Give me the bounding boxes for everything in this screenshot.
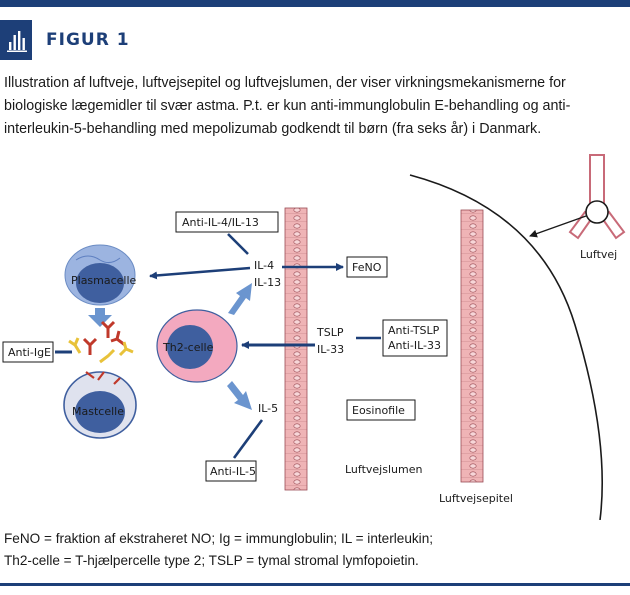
box-anti-il5-label: Anti-IL-5: [210, 465, 256, 478]
figure-footnote: FeNO = fraktion af ekstraheret NO; Ig = …: [4, 528, 624, 572]
figure-title: FIGUR 1: [46, 30, 130, 50]
label-luftvejsepitel: Luftvejsepitel: [439, 492, 513, 505]
box-anti-tslp-il33: [382, 319, 448, 357]
th2-to-il5-arrow: [227, 381, 252, 410]
box-feno: [346, 256, 388, 278]
label-th2-celle: Th2-celle: [162, 341, 214, 354]
label-il4: IL-4: [254, 259, 274, 272]
label-il5: IL-5: [258, 402, 278, 415]
bar-chart-icon: [0, 20, 32, 60]
box-feno-label: FeNO: [352, 261, 382, 274]
label-plasmacelle: Plasmacelle: [71, 274, 137, 287]
plasma-to-mast-arrow: [88, 308, 112, 327]
airway-tree-icon: [568, 154, 626, 240]
figure-caption: Illustration af luftveje, luftvejsepitel…: [4, 75, 571, 137]
label-tslp: TSLP: [316, 326, 344, 339]
label-luftvejslumen: Luftvejslumen: [345, 463, 422, 476]
mechanism-diagram: Luftvej Plasmacelle: [0, 150, 630, 521]
box-anti-ige: [2, 341, 54, 363]
anti-il5-line: [232, 419, 264, 459]
plasma-cell: [64, 244, 136, 306]
box-anti-il4-il13: [175, 211, 279, 233]
label-il13: IL-13: [254, 276, 281, 289]
label-luftvej: Luftvej: [580, 248, 617, 261]
figure-header: FIGUR 1: [0, 20, 630, 60]
box-anti-tslp-label: Anti-TSLP: [388, 324, 440, 337]
airway-wall-arc: [409, 174, 603, 521]
top-rule: [0, 0, 630, 7]
th2-cell: [156, 309, 238, 383]
label-il33: IL-33: [317, 343, 344, 356]
anti-il4-il13-line: [227, 233, 249, 255]
ige-antibodies: [68, 320, 134, 364]
il4-to-plasma-arrow: [149, 266, 251, 280]
box-anti-ige-label: Anti-IgE: [8, 346, 51, 359]
epithelium-strip-right: [460, 209, 484, 483]
airway-pointer-arrow: [529, 215, 587, 238]
bottom-rule: [0, 583, 630, 586]
box-anti-il4-il13-label: Anti-IL-4/IL-13: [182, 216, 259, 229]
label-mastcelle: Mastcelle: [72, 405, 124, 418]
mast-cell: [63, 371, 137, 439]
box-anti-il33-label: Anti-IL-33: [388, 339, 441, 352]
box-eosinofile: [346, 399, 416, 421]
box-eosinofile-label: Eosinofile: [352, 404, 405, 417]
footnote-line-2: Th2-celle = T-hjælpercelle type 2; TSLP …: [4, 553, 419, 568]
th2-to-il4-arrow: [228, 283, 252, 315]
epithelium-strip-left: [284, 207, 308, 491]
box-anti-il5: [205, 460, 257, 482]
footnote-line-1: FeNO = fraktion af ekstraheret NO; Ig = …: [4, 531, 434, 546]
